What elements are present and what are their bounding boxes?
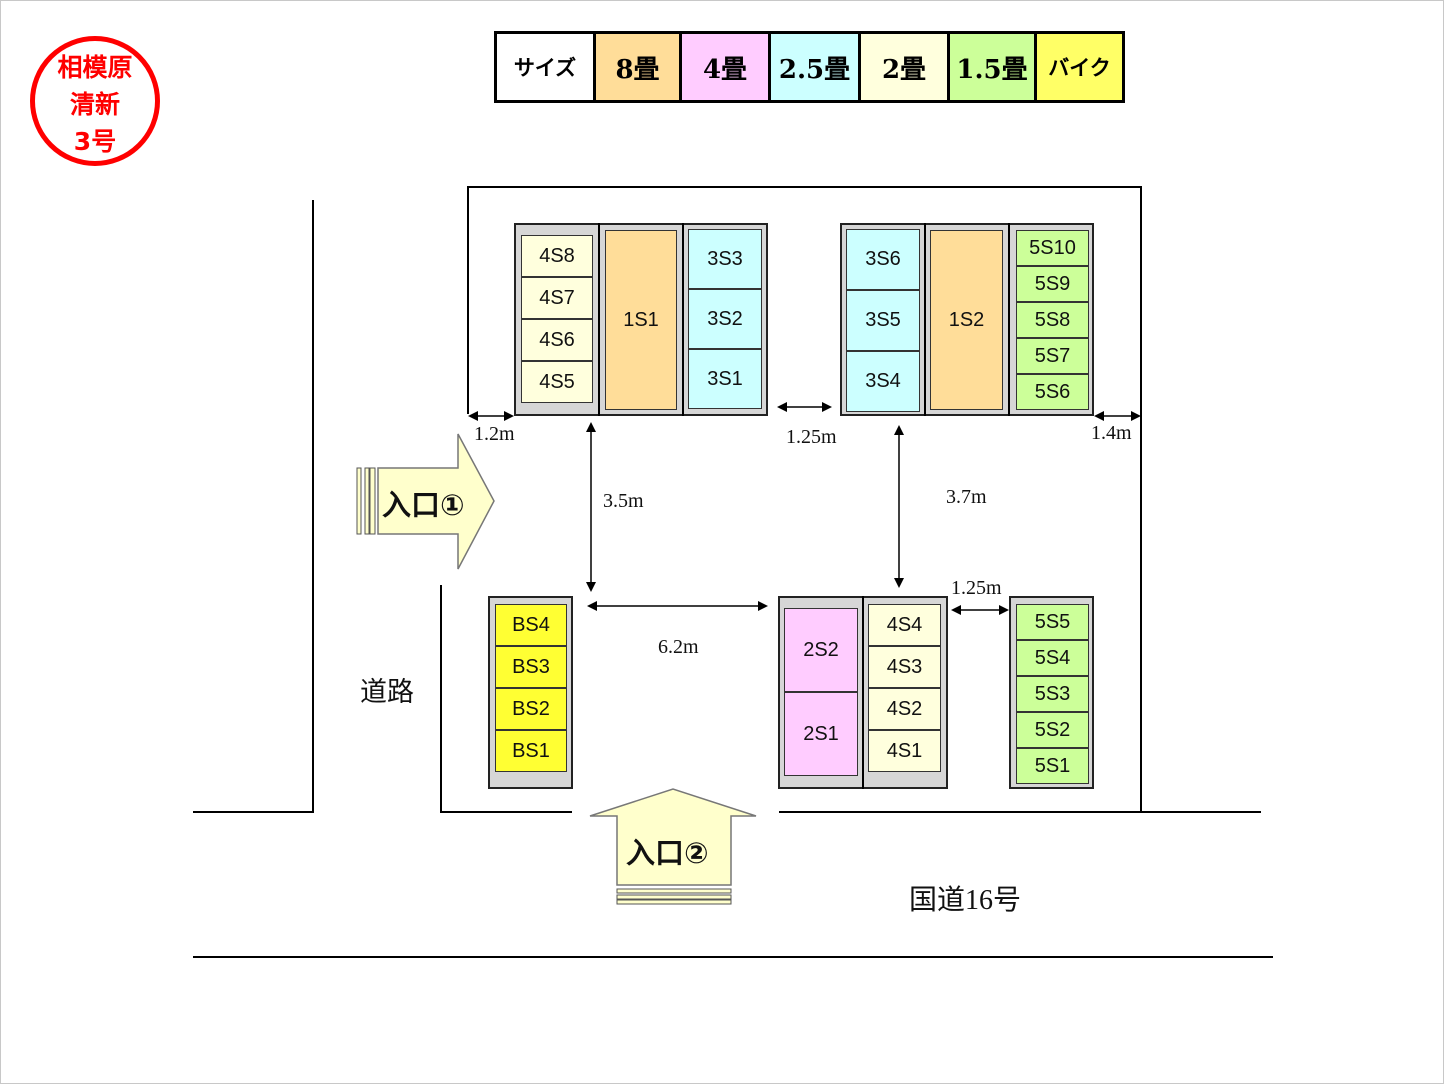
- road-edge-left: [193, 811, 314, 813]
- dim-label-3-7m: 3.7m: [946, 486, 987, 508]
- unit-4S7[interactable]: 4S7: [521, 277, 593, 319]
- unit-3S6[interactable]: 3S6: [846, 229, 920, 290]
- unit-3S4[interactable]: 3S4: [846, 351, 920, 412]
- dim-label-6-2m: 6.2m: [658, 636, 699, 658]
- unit-5S6[interactable]: 5S6: [1016, 374, 1089, 410]
- unit-BS2[interactable]: BS2: [495, 688, 567, 730]
- unit-BS3[interactable]: BS3: [495, 646, 567, 688]
- unit-4S1[interactable]: 4S1: [868, 730, 941, 772]
- unit-5S1[interactable]: 5S1: [1016, 748, 1089, 784]
- unit-3S5[interactable]: 3S5: [846, 290, 920, 351]
- unit-5S9[interactable]: 5S9: [1016, 266, 1089, 302]
- unit-4S6[interactable]: 4S6: [521, 319, 593, 361]
- unit-1S1[interactable]: 1S1: [605, 230, 677, 410]
- national-road-label: 国道16号: [909, 885, 1022, 916]
- dim-label-3-5m: 3.5m: [603, 490, 644, 512]
- site-stamp: 相模原 清新 3号: [30, 36, 160, 166]
- national-road-far-edge: [193, 956, 1273, 958]
- unit-4S3[interactable]: 4S3: [868, 646, 941, 688]
- unit-4S2[interactable]: 4S2: [868, 688, 941, 730]
- unit-3S1[interactable]: 3S1: [688, 349, 762, 409]
- unit-5S5[interactable]: 5S5: [1016, 604, 1089, 640]
- block-a-divider-1: [598, 223, 600, 416]
- block-b-divider-2: [1008, 223, 1010, 416]
- unit-5S3[interactable]: 5S3: [1016, 676, 1089, 712]
- side-road-left-edge: [312, 200, 314, 812]
- unit-3S3[interactable]: 3S3: [688, 229, 762, 289]
- entrance-1-arrow: [356, 433, 495, 570]
- legend-size-header: サイズ: [494, 31, 596, 103]
- site-boundary-right: [1140, 186, 1142, 812]
- stamp-line-1: 相模原: [57, 53, 133, 82]
- unit-1S2[interactable]: 1S2: [930, 230, 1003, 410]
- unit-5S10[interactable]: 5S10: [1016, 230, 1089, 266]
- legend-8jo: 8畳: [593, 31, 682, 103]
- legend-1-5jo: 1.5畳: [947, 31, 1037, 103]
- legend-4jo: 4畳: [679, 31, 771, 103]
- unit-BS4[interactable]: BS4: [495, 604, 567, 646]
- entrance-2-arrow: [589, 788, 757, 905]
- side-road-label: 道路: [360, 677, 414, 708]
- entrance-2-label: 入口②: [626, 836, 709, 870]
- site-boundary-top: [467, 186, 1142, 188]
- road-edge-right: [779, 811, 1261, 813]
- entrance-1-label: 入口①: [382, 488, 465, 522]
- dim-label-1-4m: 1.4m: [1091, 422, 1132, 444]
- dim-label-1-2m: 1.2m: [474, 423, 515, 445]
- site-boundary-left-lower: [440, 585, 442, 812]
- unit-5S8[interactable]: 5S8: [1016, 302, 1089, 338]
- site-boundary-left-upper: [467, 186, 469, 414]
- dim-label-1-25m-bottom: 1.25m: [951, 577, 1002, 599]
- block-d-divider: [862, 596, 864, 789]
- unit-2S1[interactable]: 2S1: [784, 692, 858, 776]
- unit-3S2[interactable]: 3S2: [688, 289, 762, 349]
- unit-5S7[interactable]: 5S7: [1016, 338, 1089, 374]
- unit-2S2[interactable]: 2S2: [784, 608, 858, 692]
- size-legend: サイズ 8畳 4畳 2.5畳 2畳 1.5畳 バイク: [494, 31, 1125, 103]
- stamp-line-2: 清新: [69, 90, 120, 119]
- block-b-divider-1: [924, 223, 926, 416]
- unit-4S5[interactable]: 4S5: [521, 361, 593, 403]
- legend-2-5jo: 2.5畳: [768, 31, 861, 103]
- dim-label-1-25m-top: 1.25m: [786, 426, 837, 448]
- unit-5S4[interactable]: 5S4: [1016, 640, 1089, 676]
- unit-4S4[interactable]: 4S4: [868, 604, 941, 646]
- legend-bike: バイク: [1034, 31, 1125, 103]
- road-edge-mid: [440, 811, 572, 813]
- stamp-line-3: 3号: [73, 127, 117, 156]
- unit-4S8[interactable]: 4S8: [521, 235, 593, 277]
- unit-BS1[interactable]: BS1: [495, 730, 567, 772]
- block-a-divider-2: [682, 223, 684, 416]
- legend-2jo: 2畳: [858, 31, 950, 103]
- unit-5S2[interactable]: 5S2: [1016, 712, 1089, 748]
